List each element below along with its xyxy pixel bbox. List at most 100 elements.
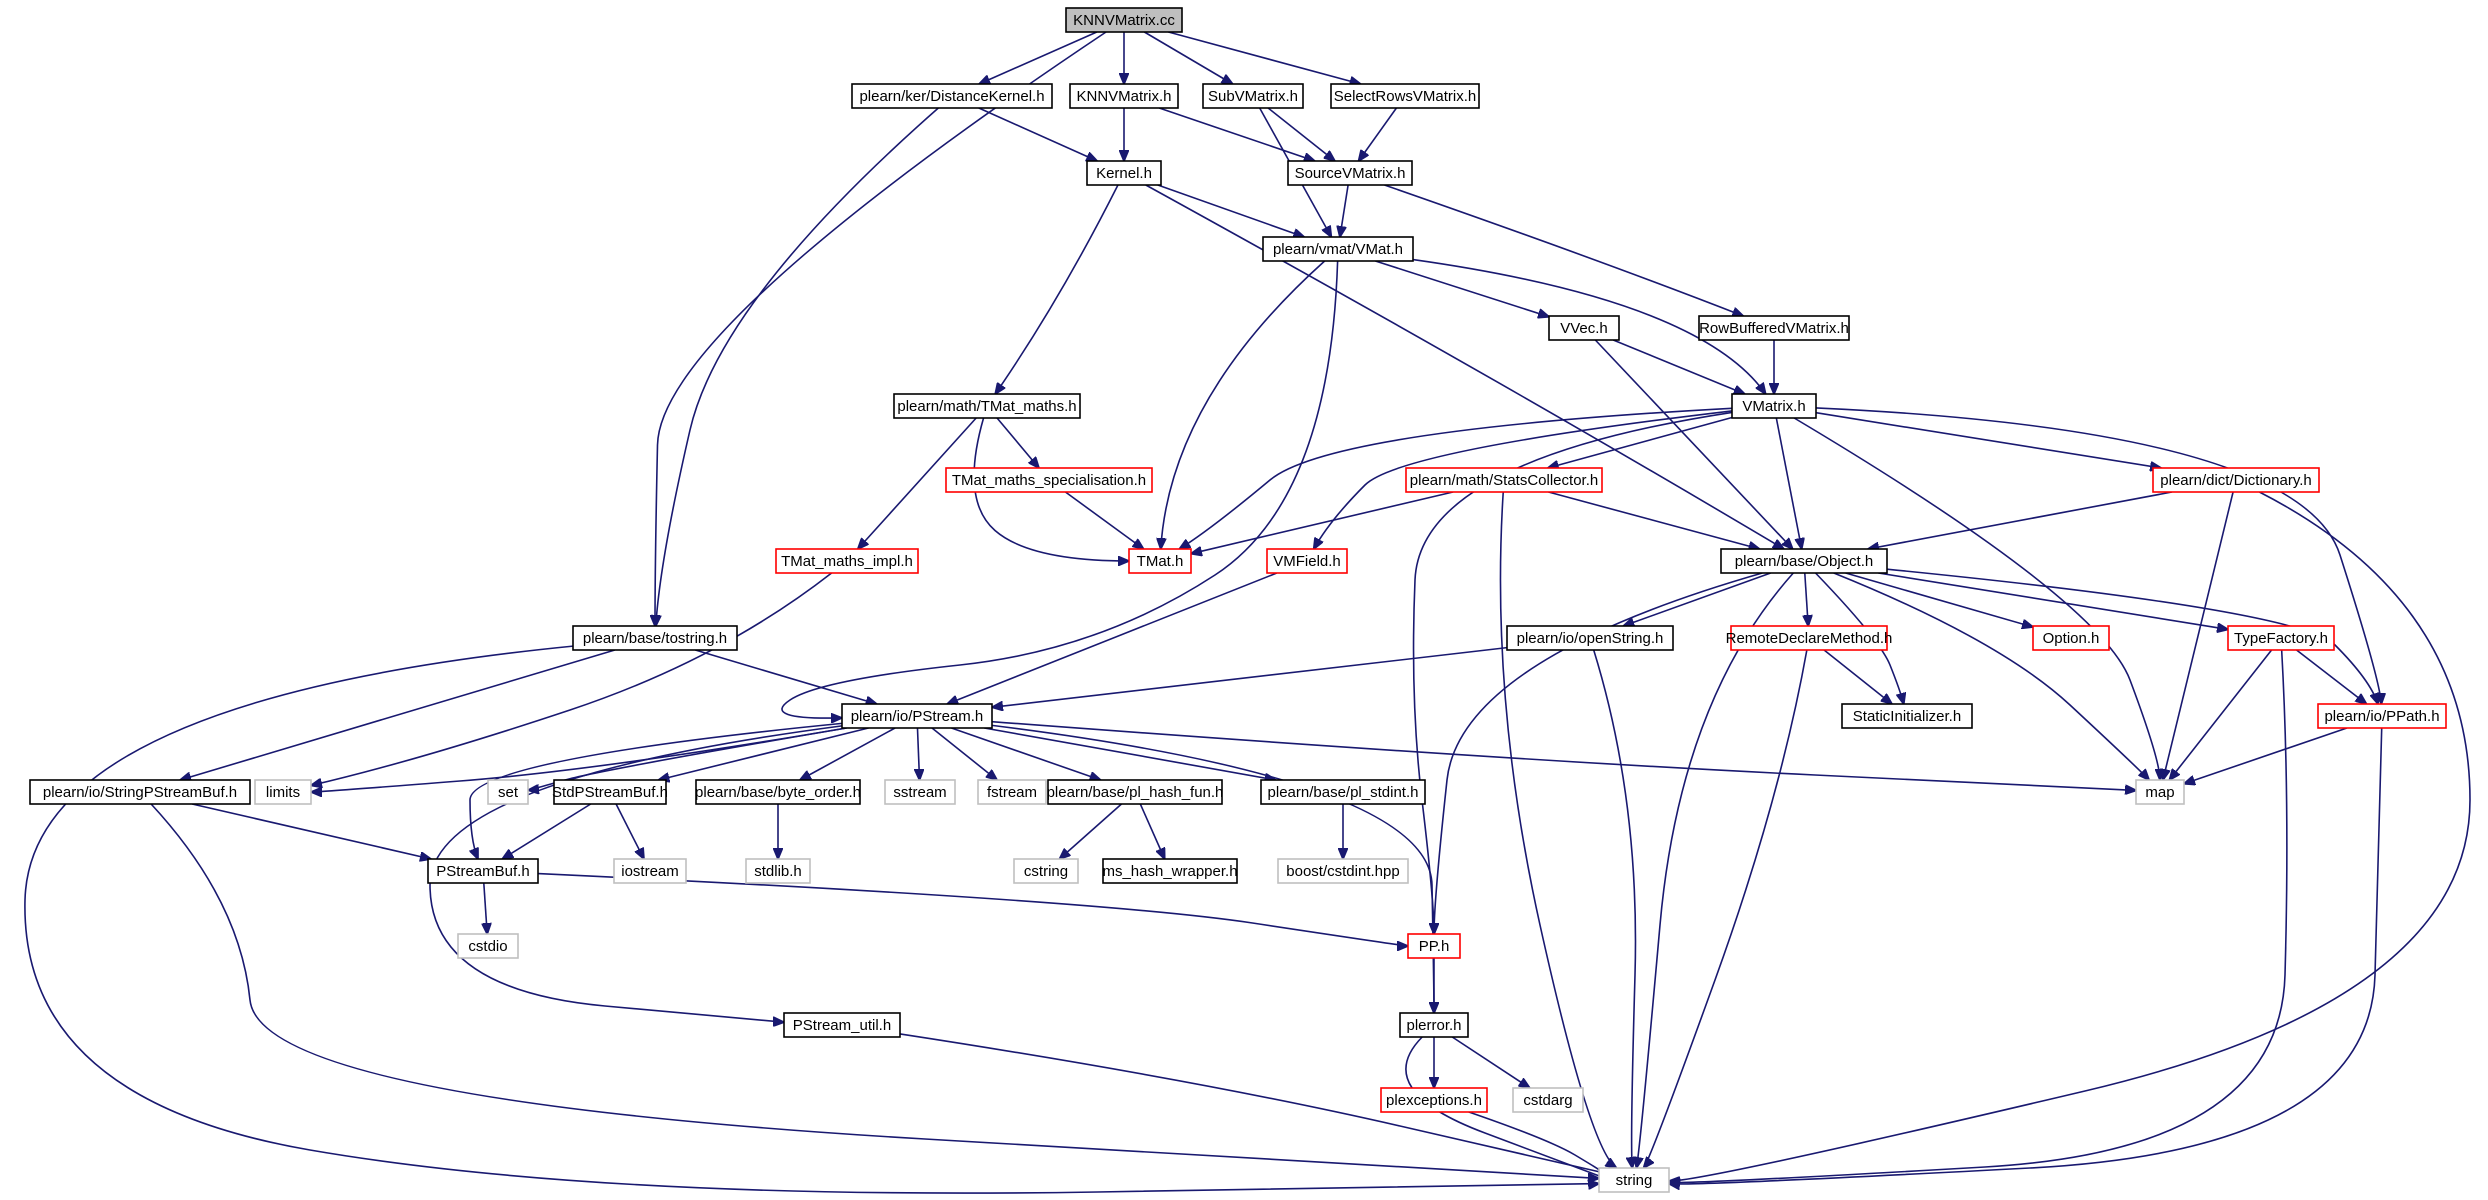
edge-pstream-to-psutil [429,725,843,1022]
node-object[interactable]: plearn/base/Object.h [1720,548,1888,574]
node-dict[interactable]: plearn/dict/Dictionary.h [2152,467,2320,493]
node-box-openstring [1506,625,1674,651]
edge-dict-to-string [1669,491,2471,1181]
node-box-psbuf [427,858,539,884]
node-strpsbuf[interactable]: plearn/io/StringPStreamBuf.h [29,779,251,805]
node-selrows[interactable]: SelectRowsVMatrix.h [1330,83,1480,109]
node-label-knnv_cc: KNNVMatrix.cc [1073,12,1175,29]
node-vmfield[interactable]: VMField.h [1266,548,1348,574]
node-subv[interactable]: SubVMatrix.h [1202,83,1304,109]
node-box-vmfield [1266,548,1348,574]
edge-pstream-to-fstream [931,727,997,780]
node-plerror[interactable]: plerror.h [1399,1012,1469,1038]
node-box-cstdio [457,933,519,959]
node-box-plexc [1380,1087,1488,1113]
node-distkernel[interactable]: plearn/ker/DistanceKernel.h [851,83,1053,109]
node-label-tmatspec: TMat_maths_specialisation.h [952,472,1146,489]
node-knnv_cc[interactable]: KNNVMatrix.cc [1065,7,1183,33]
node-label-psutil: PStream_util.h [793,1017,891,1034]
node-label-psbuf: PStreamBuf.h [436,863,529,880]
node-stdpsbuf[interactable]: StdPStreamBuf.h [552,779,668,805]
node-label-object: plearn/base/Object.h [1735,553,1873,570]
edge-vmatrix-to-ppath [1815,407,2381,704]
node-rowbuf[interactable]: RowBufferedVMatrix.h [1698,315,1850,341]
node-box-knnv_cc [1065,7,1183,33]
edge-vvec-to-vmatrix [1612,339,1745,394]
node-label-kernel: Kernel.h [1096,165,1152,182]
node-label-statscol: plearn/math/StatsCollector.h [1410,472,1598,489]
node-tmat[interactable]: TMat.h [1128,548,1192,574]
node-psutil[interactable]: PStream_util.h [783,1012,901,1038]
edge-pstream-to-byteorder [800,727,896,780]
node-openstring[interactable]: plearn/io/openString.h [1506,625,1674,651]
node-box-pp [1407,933,1461,959]
node-staticinit[interactable]: StaticInitializer.h [1841,703,1973,729]
edge-vmat-to-vmatrix [1412,258,1766,394]
edge-strpsbuf-to-psbuf [191,803,431,859]
node-label-stdlib: stdlib.h [754,863,802,880]
edge-knnv_cc-to-subv [1143,31,1232,84]
node-label-set: set [498,784,519,801]
node-pp[interactable]: PP.h [1407,933,1461,959]
node-tmatmaths[interactable]: plearn/math/TMat_maths.h [893,393,1081,419]
edge-pstream-to-stdpsbuf [658,727,869,780]
node-tostring[interactable]: plearn/base/tostring.h [572,625,738,651]
node-label-distkernel: plearn/ker/DistanceKernel.h [859,88,1044,105]
edge-psbuf-to-cstdio [484,882,487,934]
node-pstream[interactable]: plearn/io/PStream.h [841,703,993,729]
edges-layer [24,31,2471,1194]
edge-pstream-to-sstream [917,727,919,780]
node-box-rowbuf [1698,315,1850,341]
node-label-option: Option.h [2043,630,2100,647]
node-label-mshash: ms_hash_wrapper.h [1102,863,1237,880]
edge-plerror-to-cstdarg [1451,1036,1530,1088]
node-label-tmatimpl: TMat_maths_impl.h [781,553,913,570]
node-vmatrix[interactable]: VMatrix.h [1731,393,1817,419]
edge-vmatrix-to-object [1775,417,1801,549]
edge-distkernel-to-tostring [656,107,939,626]
node-sourcev[interactable]: SourceVMatrix.h [1287,160,1413,186]
node-plexc[interactable]: plexceptions.h [1380,1087,1488,1113]
node-vvec[interactable]: VVec.h [1548,315,1620,341]
edge-knnv_cc-to-tostring [655,31,1107,626]
node-statscol[interactable]: plearn/math/StatsCollector.h [1405,467,1603,493]
node-plstdint[interactable]: plearn/base/pl_stdint.h [1260,779,1426,805]
node-box-vmat [1262,236,1414,262]
node-tmatimpl[interactable]: TMat_maths_impl.h [775,548,919,574]
node-box-staticinit [1841,703,1973,729]
node-ppath[interactable]: plearn/io/PPath.h [2317,703,2447,729]
node-vmat[interactable]: plearn/vmat/VMat.h [1262,236,1414,262]
edge-sourcev-to-vmat [1340,184,1349,237]
edge-kernel-to-tmatmaths [995,184,1119,394]
node-box-cstdarg [1512,1087,1584,1113]
node-kernel[interactable]: Kernel.h [1086,160,1162,186]
node-box-stdpsbuf [553,779,667,805]
edge-dict-to-object [1868,491,2173,549]
node-byteorder[interactable]: plearn/base/byte_order.h [695,779,861,805]
edge-psutil-to-string [899,1033,1599,1172]
node-remote[interactable]: RemoteDeclareMethod.h [1726,625,1893,651]
node-psbuf[interactable]: PStreamBuf.h [427,858,539,884]
node-label-vmat: plearn/vmat/VMat.h [1273,241,1403,258]
edge-distkernel-to-kernel [978,107,1097,161]
node-box-boostint [1277,858,1409,884]
node-box-mshash [1102,858,1238,884]
node-knnv_h[interactable]: KNNVMatrix.h [1069,83,1179,109]
node-cstring: cstring [1013,858,1079,884]
edge-tostring-to-string [24,645,1599,1194]
nodes-layer: KNNVMatrix.cc plearn/ker/DistanceKernel.h… [29,7,2447,1193]
node-typefactory[interactable]: TypeFactory.h [2227,625,2335,651]
node-tmatspec[interactable]: TMat_maths_specialisation.h [945,467,1153,493]
edge-object-to-typefactory [1878,572,2228,629]
edge-object-to-map [1833,572,2149,780]
node-label-hashfun: plearn/base/pl_hash_fun.h [1047,784,1224,801]
node-label-byteorder: plearn/base/byte_order.h [695,784,861,801]
node-mshash[interactable]: ms_hash_wrapper.h [1102,858,1238,884]
node-box-tmatimpl [775,548,919,574]
edge-vmat-to-tmat [1161,260,1326,549]
node-option[interactable]: Option.h [2032,625,2110,651]
node-hashfun[interactable]: plearn/base/pl_hash_fun.h [1047,779,1224,805]
edge-kernel-to-vmat [1157,184,1304,237]
node-set: set [487,779,529,805]
edge-pstream-to-plstdint [984,727,1275,780]
